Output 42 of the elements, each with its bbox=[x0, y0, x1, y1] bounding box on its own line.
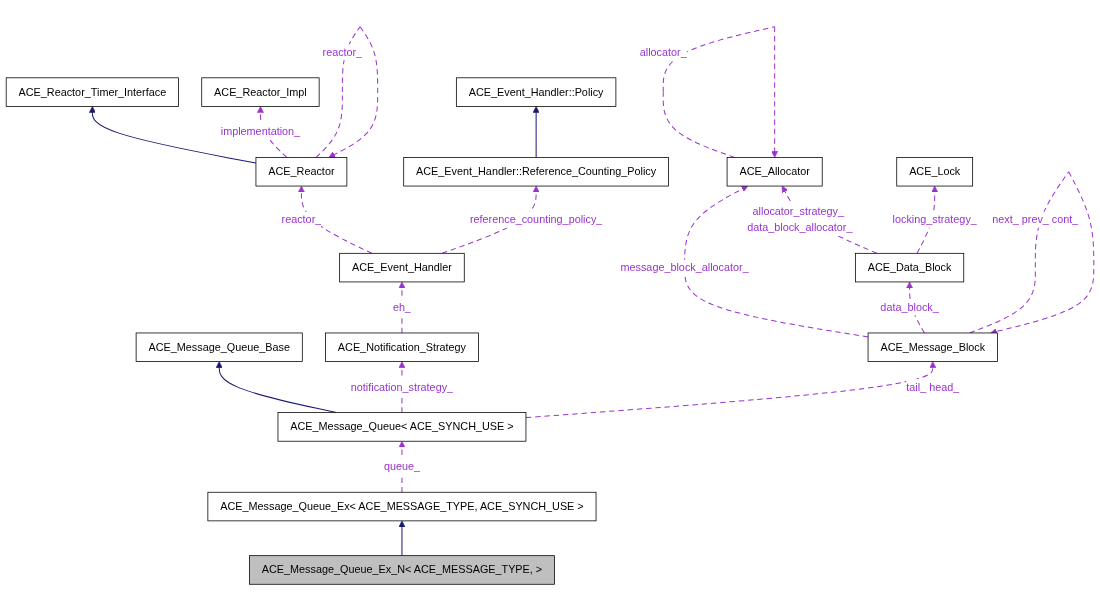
edge-label: queue_ bbox=[383, 460, 421, 473]
arrow bbox=[398, 281, 406, 334]
node-box: ACE_Lock bbox=[896, 157, 974, 187]
node-box: ACE_Message_Queue< ACE_SYNCH_USE > bbox=[277, 412, 527, 442]
arrow bbox=[315, 26, 379, 158]
node-box: ACE_Message_Queue_Ex< ACE_MESSAGE_TYPE, ACE_SYNCH_USE > bbox=[207, 491, 597, 522]
edge-label: data_block_ bbox=[880, 300, 939, 314]
node-box: ACE_Allocator bbox=[726, 157, 823, 187]
edge-label: next_ prev_ cont_ bbox=[992, 213, 1079, 226]
node-box: ACE_Event_Handler bbox=[339, 252, 465, 283]
arrow bbox=[398, 520, 406, 557]
arrow bbox=[525, 361, 937, 419]
node-box: ACE_Data_Block bbox=[855, 252, 965, 283]
edge-label: implementation_ bbox=[220, 125, 301, 138]
edge-label: message_block_allocator_ bbox=[620, 261, 749, 274]
arrow bbox=[684, 185, 869, 338]
node-box: ACE_Message_Queue_Ex_N< ACE_MESSAGE_TYPE, > bbox=[249, 555, 555, 585]
edge-label: reactor_ bbox=[281, 213, 322, 226]
arrow bbox=[906, 281, 925, 334]
arrow bbox=[441, 185, 540, 254]
arrow bbox=[298, 185, 373, 254]
edge-label: notification_strategy_ bbox=[350, 380, 454, 393]
edge-label: reactor_ bbox=[322, 45, 363, 59]
node-box: ACE_Event_Handler::Reference_Counting_Policy bbox=[403, 157, 669, 187]
edge-label: tail_ head_ bbox=[906, 380, 960, 393]
node-box: ACE_Message_Block bbox=[867, 332, 998, 362]
arrow bbox=[662, 26, 779, 158]
edge-label: allocator_strategy_ data_block_allocator_ bbox=[747, 205, 853, 234]
node-box: ACE_Reactor_Impl bbox=[201, 77, 320, 107]
arrow bbox=[88, 106, 257, 164]
arrow bbox=[257, 106, 288, 158]
edge-label: locking_strategy_ bbox=[892, 213, 977, 226]
node-box: ACE_Reactor bbox=[255, 157, 348, 187]
edge-label: allocator_ bbox=[639, 45, 687, 59]
node-box: ACE_Message_Queue_Base bbox=[135, 332, 303, 362]
edge-label: reference_counting_policy_ bbox=[469, 213, 603, 226]
arrow bbox=[532, 106, 540, 158]
arrow bbox=[916, 185, 939, 254]
node-box: ACE_Notification_Strategy bbox=[325, 332, 479, 362]
edge-label: eh_ bbox=[392, 300, 411, 314]
node-box: ACE_Reactor_Timer_Interface bbox=[5, 77, 179, 107]
node-box: ACE_Event_Handler::Policy bbox=[455, 77, 617, 107]
